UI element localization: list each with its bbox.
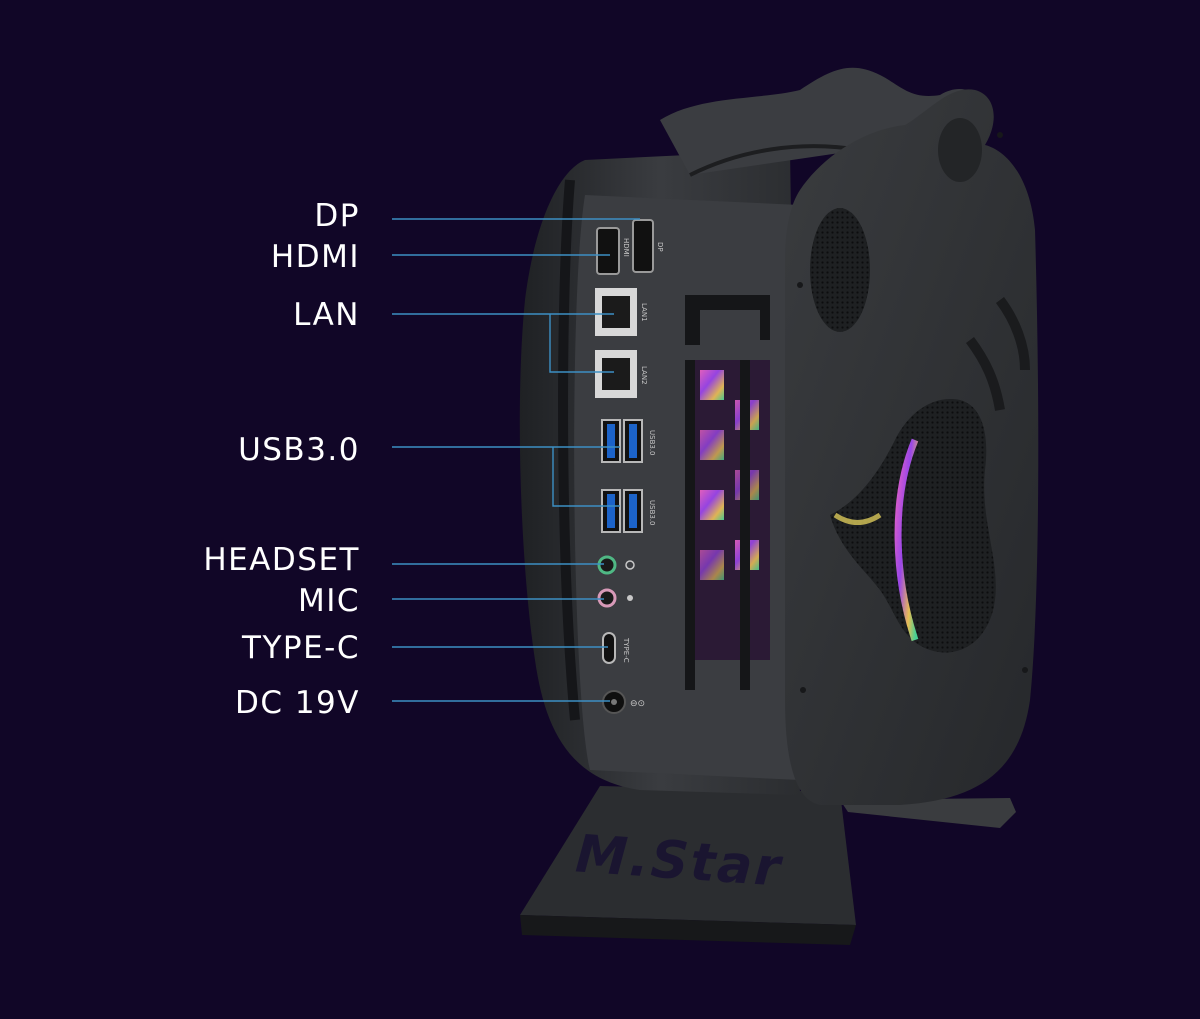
label-hdmi: HDMI (270, 239, 360, 275)
usb-b-marking: USB3.0 (648, 500, 656, 526)
label-headset: HEADSET (203, 542, 360, 578)
case-top-ridge (660, 67, 990, 175)
label-typec: TYPE-C (242, 630, 360, 666)
mic-icon (627, 595, 633, 601)
typec-marking: TYPE-C (622, 637, 630, 663)
label-lan: LAN (293, 297, 360, 333)
leader-lines (392, 218, 640, 702)
fan-vent-top (810, 208, 870, 332)
internal-frame (685, 295, 770, 690)
hdmi-marking: HDMI (622, 238, 630, 257)
label-mic: MIC (297, 583, 360, 619)
headset-jack (597, 555, 617, 575)
mic-jack (597, 588, 617, 608)
dp-marking: DP (656, 242, 664, 252)
headset-icon (625, 560, 635, 570)
leader-line-usb2 (552, 447, 620, 507)
usb-a-marking: USB3.0 (648, 430, 656, 456)
fan-vent-main (830, 399, 996, 653)
stand-logo: M.Star (574, 824, 786, 898)
label-usb: USB3.0 (238, 432, 360, 468)
leader-line-lan2 (549, 314, 614, 373)
label-dc: DC 19V (234, 685, 360, 721)
lan2-marking: LAN2 (640, 366, 648, 385)
lan1-marking: LAN1 (640, 303, 648, 322)
dc-polarity-icon: ⊖⊙ (630, 699, 645, 709)
dp-port (632, 219, 654, 273)
label-dp: DP (314, 198, 360, 234)
stand: M.Star (520, 786, 1016, 945)
hdmi-port (596, 227, 620, 275)
typec-port (602, 632, 616, 664)
ports: HDMI DP LAN1 LAN2 USB3.0 USB3.0 (595, 219, 664, 714)
